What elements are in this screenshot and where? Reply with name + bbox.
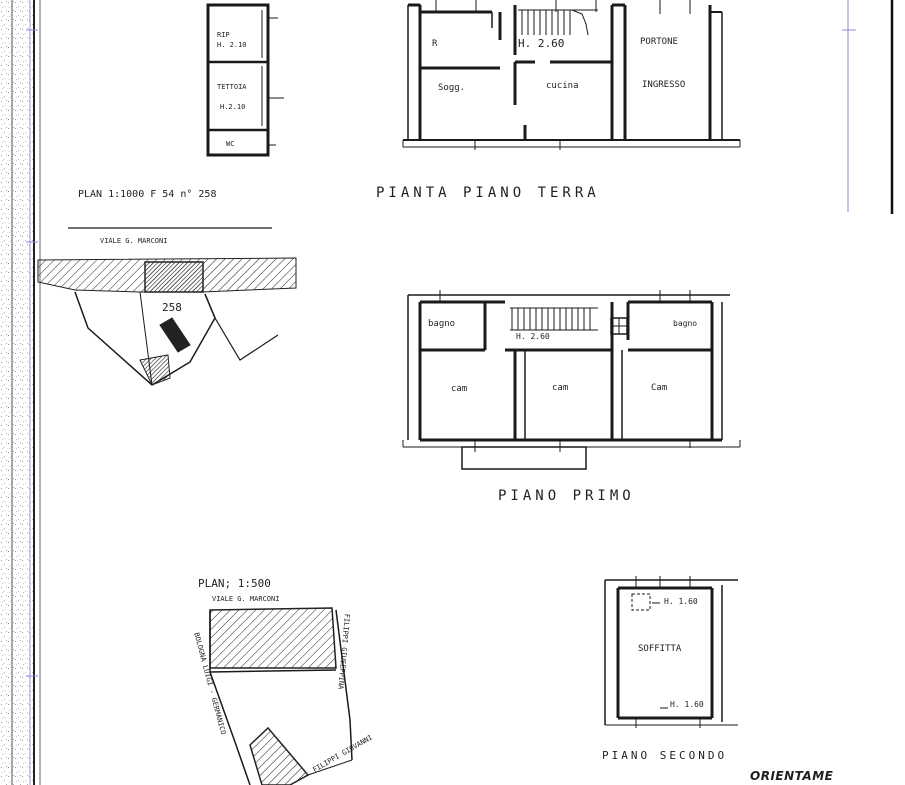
map-1000-caption: PLAN 1:1000 F 54 n° 258 xyxy=(78,189,217,200)
room-sogg-label: Sogg. xyxy=(438,83,466,93)
room-bagno-right-label: bagno xyxy=(673,319,698,328)
tettoia-height-label: H.2.10 xyxy=(220,103,246,111)
map-500-caption: PLAN; 1:500 xyxy=(198,577,271,590)
first-floor-plan xyxy=(402,290,741,470)
location-map-500 xyxy=(209,607,353,785)
room-cam-3-label: Cam xyxy=(651,383,668,393)
room-cam-1-label: cam xyxy=(451,384,468,394)
map-500-street-bottom-label: FILIPPI GIOVANNI xyxy=(312,733,379,775)
ground-floor-title: PIANTA PIANO TERRA xyxy=(376,185,600,201)
room-soffitta-label: SOFFITTA xyxy=(638,644,682,654)
second-floor-title: PIANO SECONDO xyxy=(602,749,728,762)
ground-floor-plan xyxy=(402,0,741,150)
scan-right-edge xyxy=(842,0,894,214)
map-500-street-top-label: VIALE G. MARCONI xyxy=(212,595,280,603)
map-500-street-left-label: BOLOGNA LUIGI - GERMANICO xyxy=(192,632,304,736)
detached-building xyxy=(206,3,284,157)
second-floor-plan xyxy=(604,576,738,728)
room-cam-2-label: cam xyxy=(552,383,569,393)
room-bagno-left-label: bagno xyxy=(428,319,456,329)
room-portone-label: PORTONE xyxy=(640,37,678,47)
first-stair-height-label: H. 2.60 xyxy=(516,332,550,341)
wc-label: WC xyxy=(226,140,235,148)
room-cucina-label: cucina xyxy=(546,81,579,91)
parcel-number-label: 258 xyxy=(162,301,182,314)
rip-height-label: H. 2.10 xyxy=(217,41,247,49)
ground-floor-stair xyxy=(518,9,598,36)
rip-label: RIP xyxy=(217,31,230,39)
second-height-bottom-label: H. 1.60 xyxy=(670,700,704,709)
map-1000-street-label: VIALE G. MARCONI xyxy=(100,237,168,245)
map-500-street-right-label: FILIPPI GIUSEPPINA xyxy=(336,613,426,689)
first-floor-title: PIANO PRIMO xyxy=(498,488,635,504)
orientation-label: ORIENTAME xyxy=(750,769,834,783)
second-height-top-label: H. 1.60 xyxy=(664,597,698,606)
ground-stair-height-label: H. 2.60 xyxy=(518,37,565,50)
location-map-1000 xyxy=(37,227,297,386)
scan-margin xyxy=(0,0,41,785)
first-floor-stair xyxy=(510,307,598,331)
room-ingresso-label: INGRESSO xyxy=(642,80,686,90)
room-r-label: R xyxy=(432,39,438,49)
tettoia-label: TETTOIA xyxy=(217,83,247,91)
